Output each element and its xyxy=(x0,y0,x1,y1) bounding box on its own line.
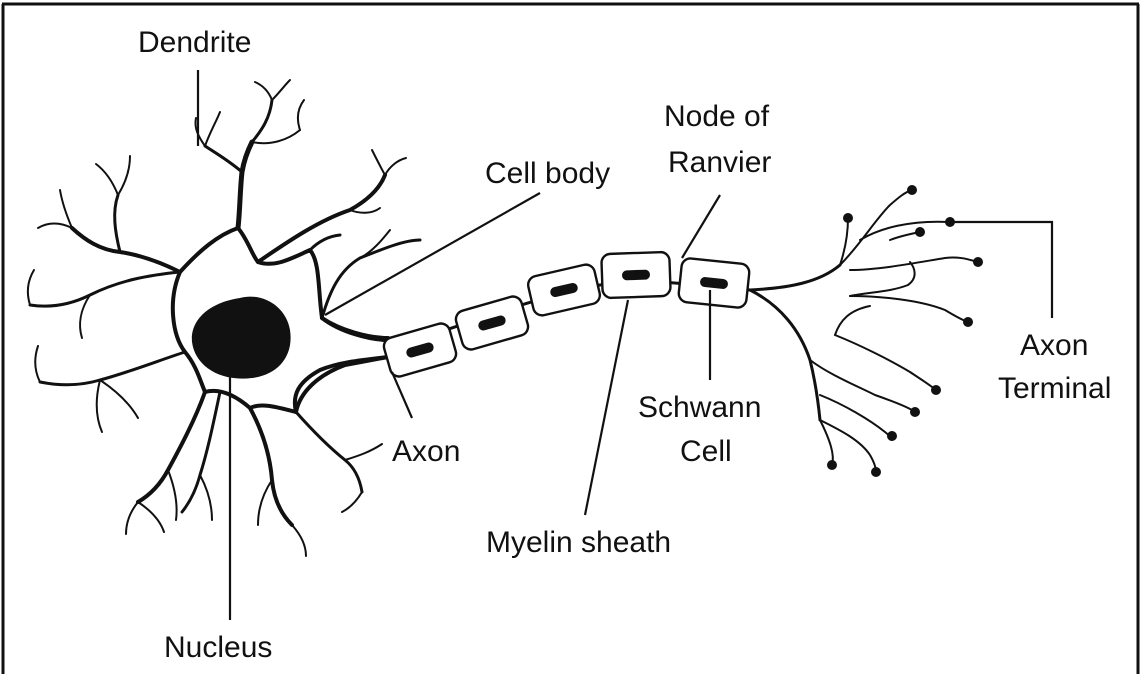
node-of-ranvier-label-line2: Ranvier xyxy=(668,146,771,179)
schwann-cell-segment xyxy=(526,263,601,317)
axon-terminal-label-line2: Terminal xyxy=(998,372,1111,405)
axon-terminal-label-line1: Axon xyxy=(1020,329,1088,362)
terminal-bouton xyxy=(973,257,983,267)
frame xyxy=(2,4,1139,674)
schwann-cell-label-line1: Schwann xyxy=(638,391,761,424)
axon-leader xyxy=(392,372,412,418)
schwann-cell-segment xyxy=(454,294,530,351)
cell-body-label: Cell body xyxy=(485,157,610,190)
terminal-bouton xyxy=(915,227,925,237)
schwann-cell-segment xyxy=(678,258,750,309)
nucleus-shape xyxy=(192,297,291,379)
myelin-sheath-leader xyxy=(585,300,628,515)
dendrite-label: Dendrite xyxy=(138,26,251,59)
node-of-ranvier-leader xyxy=(682,195,720,258)
terminal-bouton xyxy=(871,467,881,477)
axon-label: Axon xyxy=(392,435,460,468)
schwann-cell-segment xyxy=(382,321,458,378)
terminal-bouton xyxy=(843,213,853,223)
axon-terminal-branches xyxy=(750,185,983,477)
myelin-sheath-label: Myelin sheath xyxy=(486,526,671,559)
terminal-bouton xyxy=(827,460,837,470)
schwann-cell-label-line2: Cell xyxy=(680,435,732,468)
terminal-bouton xyxy=(931,385,941,395)
terminal-bouton xyxy=(907,185,917,195)
terminal-bouton xyxy=(887,431,897,441)
terminal-bouton xyxy=(963,317,973,327)
node-of-ranvier-label-line1: Node of xyxy=(664,100,770,133)
axon-terminal-leader xyxy=(950,222,1052,318)
myelin-sheath-segments xyxy=(382,252,750,379)
nucleus-label: Nucleus xyxy=(164,631,272,664)
schwann-cell-segment xyxy=(601,252,670,298)
terminal-bouton xyxy=(910,407,920,417)
